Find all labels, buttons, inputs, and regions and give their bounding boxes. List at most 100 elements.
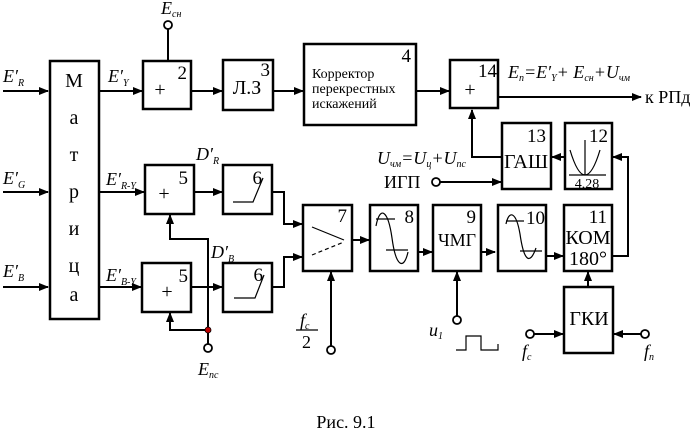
matrix-letter: т	[70, 144, 79, 166]
plus-icon: +	[154, 79, 165, 101]
terminal-fc-half	[326, 345, 336, 355]
label-d-r: D′R	[195, 144, 219, 167]
figure-caption: Рис. 9.1	[316, 412, 375, 431]
matrix-letter: и	[69, 218, 80, 240]
input-e-g: E′G	[2, 168, 49, 196]
limiter-curve-icon	[234, 274, 265, 299]
label-fp: fп	[644, 341, 654, 363]
igp-label: ИГП	[384, 172, 420, 192]
switch-line-icon	[311, 226, 345, 241]
label-e-r: E′R	[2, 66, 24, 89]
block-number: 10	[526, 208, 545, 229]
matrix-letter: а	[70, 284, 79, 306]
crosstalk-corrector-block-4: Корректор перекрестных искажений 4	[302, 42, 418, 127]
output-formula: Eп=E′Y+ Eсн+Uчм	[507, 62, 631, 84]
label-e-b: E′B	[2, 261, 24, 284]
fm-generator-box	[431, 203, 483, 273]
sine-wave-icon	[505, 214, 537, 260]
wire-6b-7	[272, 253, 303, 288]
switch-dashed-icon	[311, 241, 345, 256]
block-number: 11	[589, 207, 607, 228]
matrix-letter: а	[70, 107, 79, 129]
adder-14-box	[448, 58, 500, 110]
filter-block-8: 8	[368, 203, 420, 273]
filter-block-12: 12 4,28	[563, 121, 614, 192]
matrix-block: М а т р и ц а	[48, 59, 101, 321]
block-number: 6	[254, 265, 264, 286]
gki-block: ГКИ	[562, 285, 615, 355]
adder-block-14: + 14	[448, 58, 500, 110]
gki-box	[562, 285, 615, 355]
block-number: 14	[478, 61, 498, 82]
plus-icon: +	[161, 281, 172, 303]
block-number: 6	[253, 168, 263, 189]
input-e-b: E′B	[2, 261, 49, 291]
label-e-sn: Eсн	[160, 0, 181, 20]
kom-phase-label: 180°	[569, 248, 607, 270]
terminal-fc	[525, 329, 535, 339]
delay-line-block-3: Л.З 3	[221, 58, 275, 112]
junction-node	[204, 326, 212, 334]
pulse-waveform-icon	[456, 335, 499, 351]
input-e-r: E′R	[2, 66, 49, 95]
fc-half-denominator: 2	[302, 332, 311, 352]
fm-generator-block-9: 9 ЧМГ	[431, 203, 483, 273]
output-destination: к РПд	[645, 87, 690, 107]
adder-2-box	[141, 59, 193, 111]
corrector-label-line: перекрестных	[312, 82, 396, 97]
corrector-box	[302, 42, 418, 127]
gash-block-13: 13 ГАШ	[500, 121, 553, 191]
block-number: 9	[467, 207, 477, 228]
block-number: 5	[179, 266, 189, 287]
corrector-label-line: искажений	[312, 97, 377, 112]
wire-13-14	[468, 109, 502, 158]
block-number: 2	[178, 63, 188, 84]
filter-12-value: 4,28	[575, 177, 600, 192]
adder-block-2: + 2	[141, 59, 193, 111]
block-number: 5	[179, 168, 189, 189]
block-number: 4	[402, 46, 412, 67]
label-e-ry: E′R-Y	[105, 169, 137, 192]
filter-10-box	[496, 203, 548, 273]
gki-label: ГКИ	[569, 308, 608, 330]
sine-wave-icon	[375, 212, 409, 264]
wire-eps-5b	[166, 312, 208, 331]
block-number: 7	[338, 206, 348, 227]
fm-generator-label: ЧМГ	[438, 230, 476, 250]
wire-6r-7	[272, 191, 303, 228]
terminal-esn	[163, 20, 173, 30]
matrix-letter: р	[69, 181, 79, 203]
gash-box	[500, 121, 553, 191]
block-number: 13	[527, 126, 546, 147]
wire-eps-5r	[166, 214, 209, 330]
delay-line-box	[221, 58, 275, 112]
gash-label: ГАШ	[504, 151, 548, 173]
switch-block-11: 11 КОМ 180°	[562, 203, 614, 273]
kom-box	[562, 203, 614, 273]
label-fc: fс	[522, 341, 532, 363]
plus-icon: +	[158, 183, 169, 205]
limiter-6-r-box	[221, 163, 274, 216]
limiter-block-6-b: 6	[221, 261, 274, 314]
limiter-block-6-r: 6	[221, 163, 274, 216]
label-fc-half: fc 2	[296, 310, 318, 352]
label-d-b: D′B	[210, 242, 234, 265]
label-e-g: E′G	[2, 168, 25, 191]
fc-half-numerator: fc	[300, 310, 310, 332]
switch-7-box	[301, 203, 354, 273]
terminal-eps	[203, 343, 213, 353]
filter-8-box	[368, 203, 420, 273]
terminal-fp	[640, 329, 650, 339]
label-e-y: E′Y	[107, 66, 130, 89]
matrix-letter: ц	[69, 255, 80, 277]
matrix-letter: М	[65, 70, 83, 92]
plus-icon: +	[464, 79, 475, 101]
delay-line-label: Л.З	[233, 77, 262, 99]
adder-block-5-b: + 5	[140, 261, 193, 314]
terminal-u1	[452, 315, 462, 325]
corrector-label-line: Корректор	[312, 67, 374, 82]
label-e-by: E′B-Y	[105, 265, 137, 288]
switch-block-7: 7	[301, 203, 354, 273]
filter-block-10: 10	[496, 203, 548, 273]
